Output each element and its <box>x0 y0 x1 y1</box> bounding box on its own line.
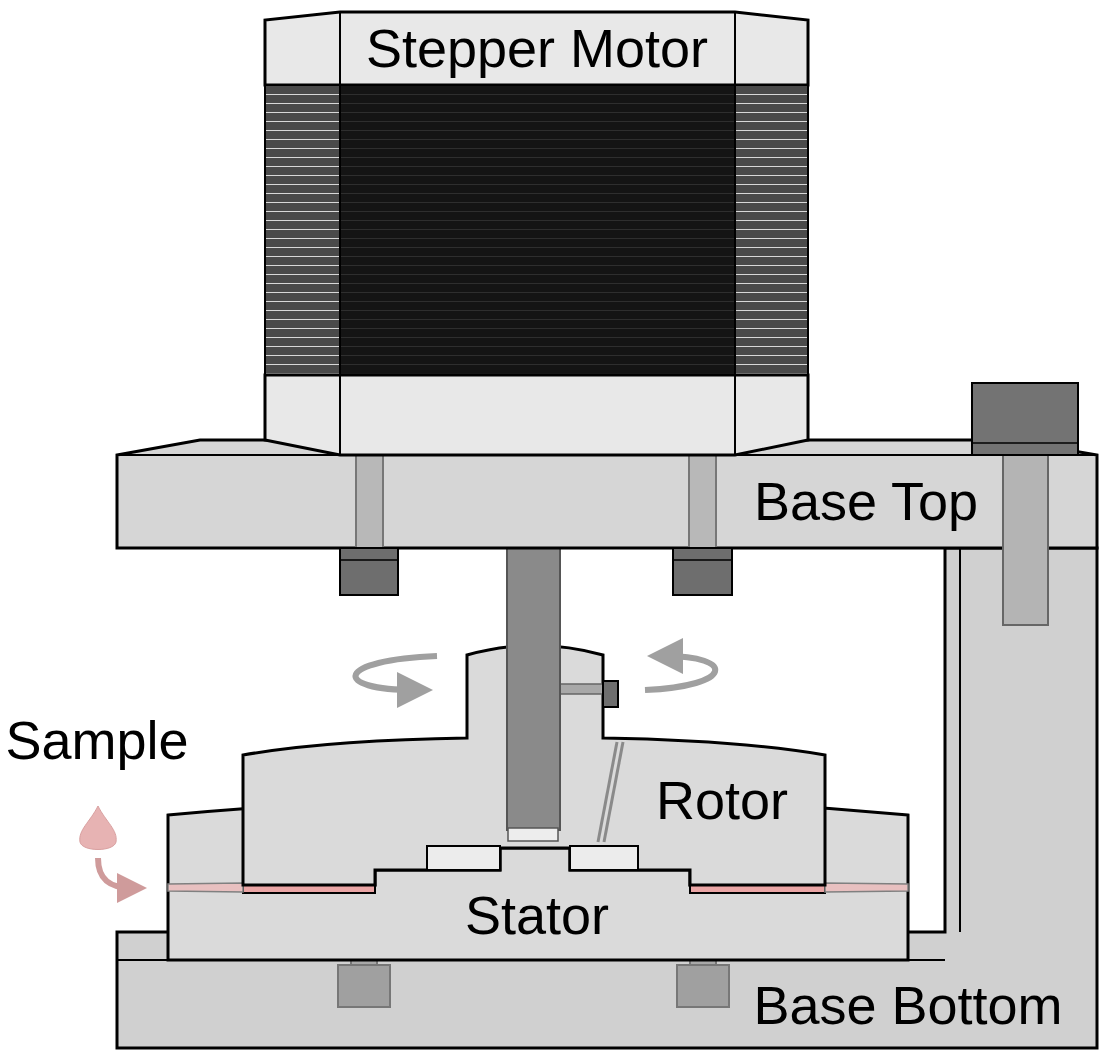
column-bolt <box>972 383 1078 625</box>
drawing-path <box>80 806 116 850</box>
rotor-part: Rotor <box>243 738 825 885</box>
part-name: Stepper Motor <box>366 17 708 79</box>
drawing-path <box>265 375 808 455</box>
drawing-rect <box>560 684 605 694</box>
shaft-end <box>508 828 558 841</box>
rotation-arrow <box>356 656 716 690</box>
drawing-line <box>339 12 341 85</box>
drawing-line <box>339 375 341 455</box>
drawing-path <box>168 883 243 892</box>
drawing-line <box>340 559 398 561</box>
sample-label: Sample <box>5 709 188 771</box>
drawing-rect <box>427 846 500 870</box>
drawing-rect <box>673 548 732 595</box>
base-top-part: Base Top <box>117 440 1097 548</box>
drawing-rect <box>570 846 638 870</box>
drawing-rect <box>603 681 618 707</box>
bearing-pads <box>427 846 638 870</box>
rotor-channel <box>598 742 623 842</box>
part-name: Base Top <box>754 470 978 532</box>
drawing-path <box>645 656 715 690</box>
drawing-path <box>825 883 908 892</box>
base-bottom-shape <box>117 548 1097 1048</box>
drawing-path <box>98 858 132 888</box>
drawing-line <box>734 12 736 85</box>
part-name: Stator <box>465 884 609 946</box>
column-edge <box>959 548 961 932</box>
part-name: Rotor <box>656 769 788 831</box>
drawing-line <box>734 375 736 455</box>
drawing-path <box>356 656 437 690</box>
drawing-rect <box>340 548 398 595</box>
set-screw <box>560 681 618 707</box>
drawing-path <box>265 12 808 85</box>
drawing-rect <box>677 965 729 1007</box>
drawing-rect <box>340 85 735 375</box>
drawing-rect <box>735 85 808 375</box>
drawing-rect <box>265 85 340 375</box>
stator-part: Stator <box>168 800 908 960</box>
drawing-line <box>604 742 623 842</box>
drawing-line <box>673 559 732 561</box>
drawing-rect <box>338 965 390 1007</box>
drawing-rect <box>972 383 1078 455</box>
sample-drop <box>80 806 132 888</box>
base-bottom-part: Base Bottom <box>117 932 1097 1048</box>
stepper-motor-part: Stepper Motor <box>265 12 808 455</box>
part-name: Base Bottom <box>753 974 1062 1036</box>
drawing-line <box>972 442 1078 444</box>
stepper-motor <box>265 12 808 455</box>
drawing-rect <box>1003 455 1048 625</box>
